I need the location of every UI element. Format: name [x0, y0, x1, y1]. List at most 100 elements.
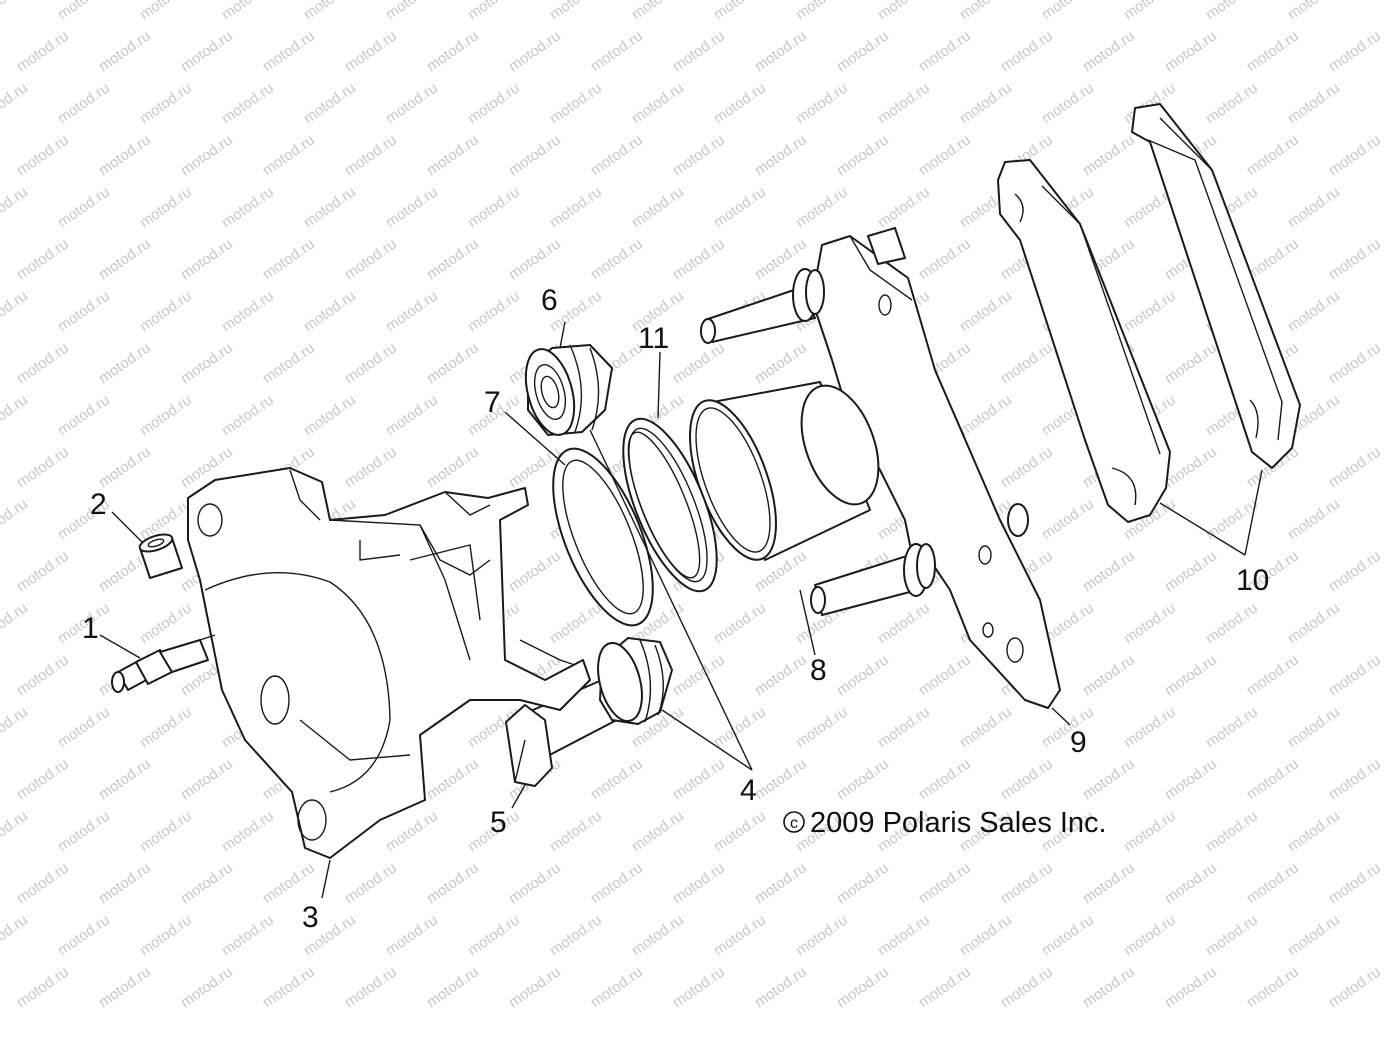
watermark-text: motod.ru [137, 79, 195, 127]
watermark-text: motod.ru [916, 859, 974, 907]
watermark-text: motod.ru [14, 547, 72, 595]
watermark-text: motod.ru [1080, 755, 1138, 803]
watermark-text: motod.ru [55, 183, 113, 231]
watermark-text: motod.ru [1285, 599, 1343, 647]
part-4-pin-boot-lower[interactable] [590, 637, 673, 726]
watermark-text: motod.ru [957, 391, 1015, 439]
watermark-text: motod.ru [55, 807, 113, 855]
watermark-text: motod.ru [1285, 79, 1343, 127]
callout-4: 4 [740, 774, 757, 807]
watermark-text: motod.ru [301, 79, 359, 127]
callout-5: 5 [490, 806, 507, 839]
watermark-text: motod.ru [957, 911, 1015, 959]
watermark-text: motod.ru [301, 183, 359, 231]
watermark-text: motod.ru [588, 963, 646, 1011]
watermark-text: motod.ru [219, 807, 277, 855]
watermark-text: motod.ru [998, 27, 1056, 75]
watermark-text: motod.ru [219, 0, 277, 23]
watermark-text: motod.ru [834, 963, 892, 1011]
watermark-text: motod.ru [14, 651, 72, 699]
leader-lines [99, 321, 1263, 899]
watermark-text: motod.ru [1326, 235, 1384, 283]
watermark-text: motod.ru [96, 27, 154, 75]
watermark-text: motod.ru [383, 79, 441, 127]
watermark-text: motod.ru [793, 79, 851, 127]
watermark-text: motod.ru [1121, 0, 1179, 23]
watermark-text: motod.ru [752, 651, 810, 699]
part-6-pin-boot-upper[interactable] [517, 344, 613, 440]
watermark-text: motod.ru [998, 755, 1056, 803]
watermark-text: motod.ru [14, 443, 72, 491]
watermark-text: motod.ru [834, 131, 892, 179]
part-3-caliper-body[interactable] [187, 467, 591, 859]
watermark-text: motod.ru [14, 963, 72, 1011]
copyright-text: 2009 Polaris Sales Inc. [810, 807, 1107, 839]
part-9-caliper-bracket[interactable] [700, 227, 1061, 709]
watermark-text: motod.ru [383, 183, 441, 231]
watermark-text: motod.ru [711, 911, 769, 959]
watermark-text: motod.ru [96, 963, 154, 1011]
watermark-text: motod.ru [424, 131, 482, 179]
watermark-text: motod.ru [1244, 963, 1302, 1011]
watermark-text: motod.ru [588, 235, 646, 283]
part-8-piston[interactable] [672, 375, 893, 570]
watermark-text: motod.ru [0, 599, 31, 647]
watermark-text: motod.ru [957, 703, 1015, 751]
watermark-text: motod.ru [1121, 703, 1179, 751]
watermark-text: motod.ru [998, 963, 1056, 1011]
watermark-text: motod.ru [260, 27, 318, 75]
watermark-text: motod.ru [424, 755, 482, 803]
watermark-text: motod.ru [916, 963, 974, 1011]
watermark-text: motod.ru [916, 755, 974, 803]
watermark-text: motod.ru [793, 183, 851, 231]
part-1-bleeder-screw[interactable] [111, 634, 216, 693]
watermark-text: motod.ru [465, 79, 523, 127]
watermark-text: motod.ru [1162, 27, 1220, 75]
watermark-text: motod.ru [465, 0, 523, 23]
watermark-text: motod.ru [998, 859, 1056, 907]
part-10-brake-pad-outer[interactable] [1131, 103, 1301, 469]
watermark-text: motod.ru [670, 27, 728, 75]
watermark-text: motod.ru [1162, 339, 1220, 387]
watermark-text: motod.ru [916, 235, 974, 283]
watermark-text: motod.ru [1039, 0, 1097, 23]
watermark-text: motod.ru [137, 287, 195, 335]
part-10-brake-pad-inner[interactable] [997, 159, 1171, 523]
watermark-text: motod.ru [916, 131, 974, 179]
watermark-text: motod.ru [260, 131, 318, 179]
watermark-text: motod.ru [14, 859, 72, 907]
watermark-text: motod.ru [1080, 27, 1138, 75]
watermark-text: motod.ru [1285, 495, 1343, 543]
watermark-text: motod.ru [383, 391, 441, 439]
watermark-text: motod.ru [752, 131, 810, 179]
watermark-text: motod.ru [260, 235, 318, 283]
watermark-text: motod.ru [1080, 963, 1138, 1011]
watermark-text: motod.ru [629, 183, 687, 231]
part-2-bleeder-cap[interactable] [138, 531, 183, 579]
watermark-text: motod.ru [1162, 651, 1220, 699]
watermark-text: motod.ru [1203, 0, 1261, 23]
part-11-piston-seal[interactable] [604, 407, 736, 603]
callout-8: 8 [810, 654, 827, 687]
watermark-text: motod.ru [55, 0, 113, 23]
watermark-text: motod.ru [383, 287, 441, 335]
watermark-text: motod.ru [629, 0, 687, 23]
watermark-text: motod.ru [1285, 183, 1343, 231]
watermark-text: motod.ru [793, 0, 851, 23]
watermark-text: motod.ru [834, 651, 892, 699]
watermark-text: motod.ru [1326, 339, 1384, 387]
watermark-text: motod.ru [1080, 547, 1138, 595]
watermark-text: motod.ru [711, 0, 769, 23]
callout-11: 11 [638, 322, 669, 355]
watermark-text: motod.ru [1039, 703, 1097, 751]
watermark-text: motod.ru [55, 911, 113, 959]
watermark-text: motod.ru [1203, 79, 1261, 127]
watermark-text: motod.ru [875, 0, 933, 23]
part-7-dust-seal[interactable] [533, 436, 674, 639]
watermark-text: motod.ru [1162, 859, 1220, 907]
watermark-text: motod.ru [137, 183, 195, 231]
watermark-text: motod.ru [506, 963, 564, 1011]
watermark-text: motod.ru [219, 287, 277, 335]
watermark-text: motod.ru [547, 807, 605, 855]
watermark-text: motod.ru [0, 703, 31, 751]
